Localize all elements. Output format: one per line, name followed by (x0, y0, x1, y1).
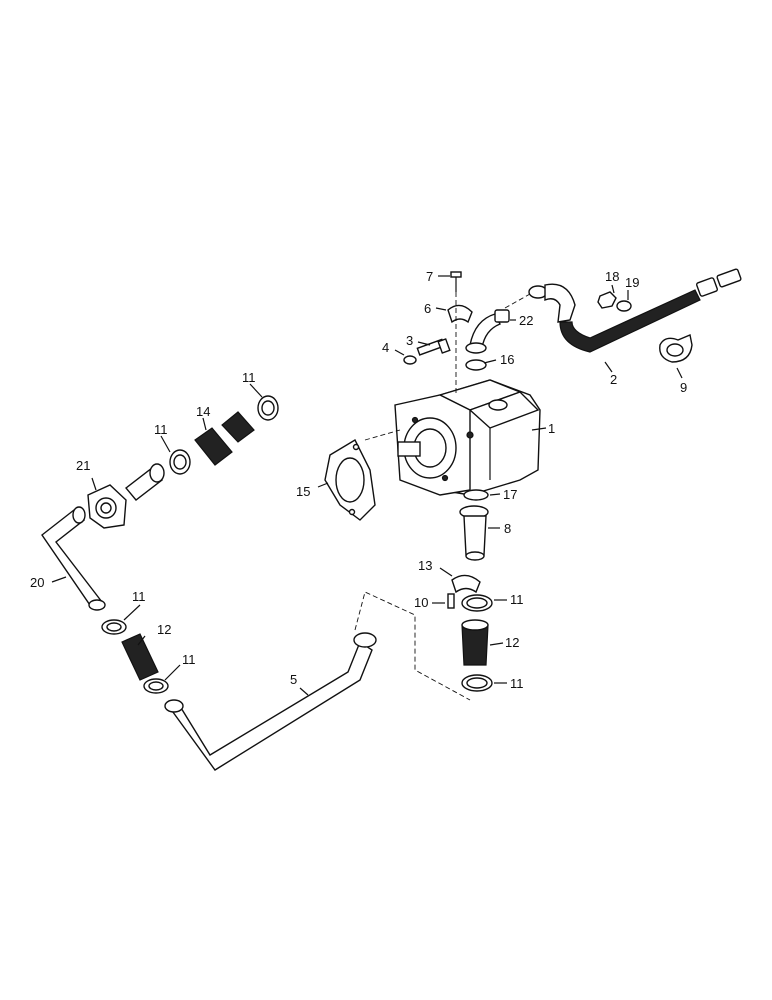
clamp-left-lower (143, 678, 169, 694)
callout-11-right-upper: 11 (510, 592, 524, 607)
bolt-7 (450, 271, 462, 292)
callout-11-right-lower: 11 (510, 676, 524, 691)
bracket-21 (87, 484, 127, 529)
suction-pipe (164, 632, 377, 771)
callout-14: 14 (196, 404, 210, 419)
callout-18: 18 (605, 269, 619, 284)
callout-9: 9 (680, 380, 687, 395)
callout-20: 20 (30, 575, 44, 590)
callout-17: 17 (503, 487, 517, 502)
callout-5: 5 (290, 672, 297, 687)
callout-16: 16 (500, 352, 514, 367)
hose-clamp-9 (659, 334, 693, 363)
clip-13 (451, 574, 481, 594)
hose-12-right (461, 619, 489, 666)
callout-11-top: 11 (242, 370, 256, 385)
callout-22: 22 (519, 313, 533, 328)
nut-18 (597, 291, 617, 309)
elbow-fitting (465, 309, 510, 354)
callout-10: 10 (414, 595, 428, 610)
callout-11-mid: 11 (154, 422, 168, 437)
clamp-right-upper (461, 594, 493, 612)
callout-12-right: 12 (505, 635, 519, 650)
clamp-right-lower (461, 674, 493, 692)
hydraulic-pump (394, 379, 541, 496)
callout-8: 8 (504, 521, 511, 536)
clip-6 (447, 304, 473, 324)
gasket (324, 439, 376, 521)
callout-3: 3 (406, 333, 413, 348)
callout-19: 19 (625, 275, 639, 290)
bolt-and-washer (403, 338, 451, 365)
callout-2: 2 (610, 372, 617, 387)
pipe-20 (41, 506, 106, 611)
pressure-hose (528, 268, 742, 353)
washer-19 (616, 300, 632, 312)
callout-11-left-upper: 11 (132, 589, 146, 604)
bolt-10 (447, 593, 455, 609)
clamp-left-upper (101, 619, 127, 635)
hose-12-left (121, 633, 159, 681)
suction-tube (459, 505, 489, 561)
clamp-left-top (257, 395, 279, 421)
callout-12-left: 12 (157, 622, 171, 637)
connector-tube (124, 463, 165, 501)
callout-15: 15 (296, 484, 310, 499)
hose-14 (194, 411, 255, 466)
clamp-left-mid (169, 449, 191, 475)
callout-11-left-lower: 11 (182, 652, 196, 667)
o-ring-16 (465, 359, 487, 371)
callout-7: 7 (426, 269, 433, 284)
leader-lines (51, 275, 683, 696)
o-ring-17 (463, 489, 489, 501)
callout-21: 21 (76, 458, 90, 473)
callout-6: 6 (424, 301, 431, 316)
callout-1: 1 (548, 421, 555, 436)
callouts: 1 2 3 4 5 6 7 8 9 10 11 11 11 11 11 11 1… (30, 269, 687, 691)
callout-13: 13 (418, 558, 432, 573)
callout-4: 4 (382, 340, 389, 355)
